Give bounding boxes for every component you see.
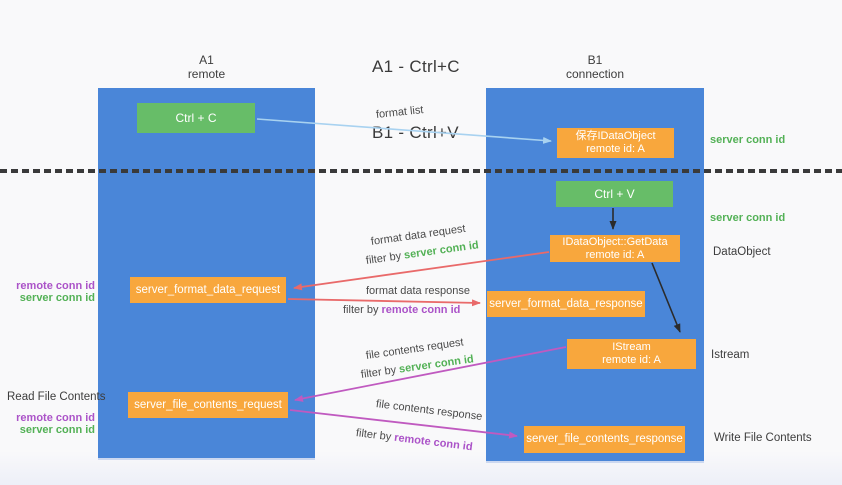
- label-remote-conn-id-bottom-left: remote conn id: [16, 412, 95, 424]
- label-write-file-contents: Write File Contents: [714, 432, 812, 444]
- label-filter-by-remote-conn-id-1: filter by remote conn id: [343, 304, 460, 316]
- arrow-format-data-response: [287, 298, 481, 307]
- column-a-subtitle: remote: [187, 67, 226, 81]
- filter-server-conn-id-2: server conn id: [398, 353, 475, 376]
- node-file-response-label: server_file_contents_response: [526, 433, 683, 445]
- label-dataobject: DataObject: [713, 246, 771, 258]
- node-file-request-label: server_file_contents_request: [134, 398, 282, 411]
- node-server-format-data-request: server_format_data_request: [130, 277, 286, 303]
- phase-separator-dotted-line: [0, 169, 842, 173]
- node-format-request-label: server_format_data_request: [135, 283, 281, 296]
- label-server-conn-id-mid-right: server conn id: [710, 212, 786, 224]
- node-getdata-line1: IDataObject::GetData: [562, 235, 668, 248]
- filter-remote-conn-id-2: remote conn id: [393, 431, 474, 454]
- title-line-2: B1 - Ctrl+V: [372, 123, 459, 142]
- filter-by-prefix-3: filter by: [360, 363, 400, 381]
- node-server-file-contents-response: server_file_contents_response: [524, 426, 685, 453]
- node-istream-line2: remote id: A: [602, 354, 661, 366]
- title-line-1: A1 - Ctrl+C: [372, 57, 460, 76]
- label-file-contents-response: file contents response: [375, 398, 483, 423]
- filter-by-prefix-4: filter by: [355, 427, 395, 444]
- label-istream: Istream: [711, 349, 750, 361]
- label-server-conn-id-top-right: server conn id: [710, 134, 786, 146]
- label-read-file-contents: Read File Contents: [7, 391, 106, 403]
- filter-by-prefix-2: filter by: [343, 304, 382, 316]
- label-filter-by-remote-conn-id-2: filter by remote conn id: [355, 427, 473, 453]
- label-stack-conn-ids-bottom-left: remote conn id server conn id: [0, 412, 95, 436]
- diagram-title: A1 - Ctrl+C B1 - Ctrl+V: [372, 12, 460, 166]
- node-ctrl-c-label: Ctrl + C: [175, 110, 217, 125]
- node-ctrl-v-label: Ctrl + V: [594, 186, 635, 201]
- filter-by-prefix-1: filter by: [365, 249, 405, 267]
- node-format-response-label: server_format_data_response: [489, 297, 643, 310]
- column-b-name: B1: [587, 53, 603, 67]
- node-getdata-line2: remote id: A: [585, 248, 645, 261]
- node-server-format-data-response: server_format_data_response: [487, 291, 645, 317]
- column-b-subtitle: connection: [565, 67, 625, 81]
- label-stack-conn-ids-top-left: remote conn id server conn id: [0, 280, 95, 304]
- filter-remote-conn-id-1: remote conn id: [381, 304, 461, 316]
- node-idataobject-getdata: IDataObject::GetData remote id: A: [550, 235, 680, 262]
- node-istream: IStream remote id: A: [567, 339, 696, 369]
- node-save-idataobject: 保存IDataObject remote id: A: [557, 128, 674, 158]
- column-a-name: A1: [199, 53, 214, 67]
- filter-server-conn-id-1: server conn id: [403, 239, 480, 262]
- column-b-header: B1 connection: [486, 53, 704, 81]
- label-format-data-response: format data response: [366, 285, 470, 297]
- label-server-conn-id-bottom-left: server conn id: [19, 424, 95, 436]
- label-server-conn-id-top-left: server conn id: [19, 292, 95, 304]
- node-server-file-contents-request: server_file_contents_request: [128, 392, 288, 418]
- label-remote-conn-id-top-left: remote conn id: [16, 280, 95, 292]
- column-a-header: A1 remote: [98, 53, 315, 81]
- node-save-idataobject-line2: remote id: A: [586, 143, 645, 155]
- node-save-idataobject-line1: 保存IDataObject: [575, 130, 656, 142]
- node-ctrl-c: Ctrl + C: [137, 103, 255, 133]
- node-istream-line1: IStream: [612, 341, 651, 353]
- node-ctrl-v: Ctrl + V: [556, 181, 673, 207]
